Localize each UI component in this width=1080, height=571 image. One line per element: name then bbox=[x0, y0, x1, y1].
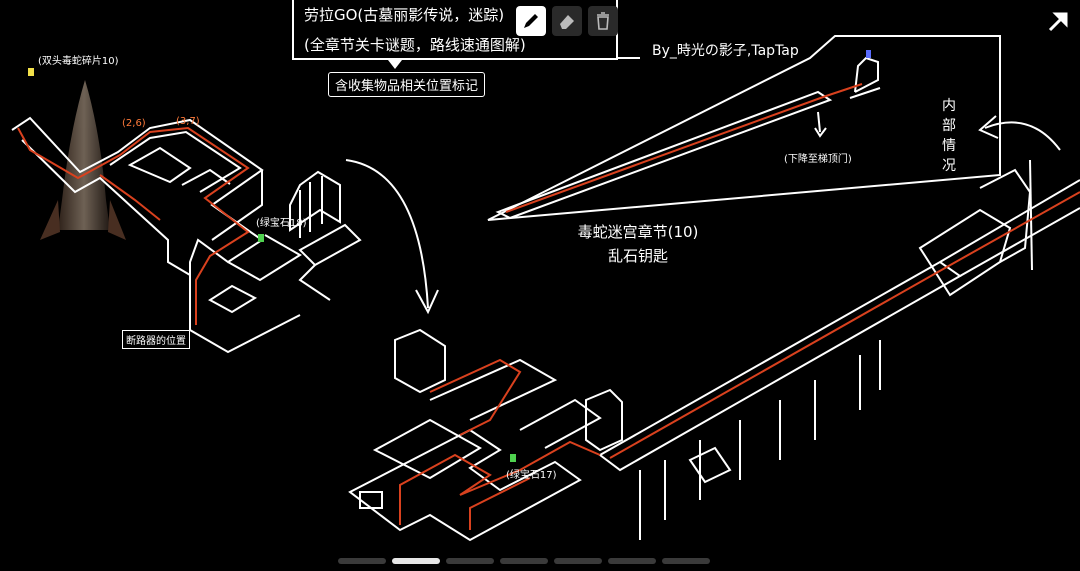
note-relic: (双头毒蛇碎片10) bbox=[38, 56, 119, 67]
inset-box bbox=[487, 35, 1001, 221]
arrow-head-down bbox=[415, 289, 439, 315]
page-dot[interactable] bbox=[392, 558, 440, 564]
green-marker-bottom bbox=[510, 454, 516, 462]
yellow-marker bbox=[28, 68, 34, 76]
maze-bottom bbox=[348, 328, 623, 542]
rocket-decoration bbox=[40, 80, 126, 240]
collectibles-label: 含收集物品相关位置标记 bbox=[328, 72, 486, 97]
curved-arrow-left bbox=[984, 121, 1061, 151]
pen-icon bbox=[524, 14, 538, 28]
green-marker-left bbox=[258, 234, 264, 242]
curved-arrow-down bbox=[345, 159, 429, 309]
eraser-icon bbox=[560, 15, 574, 29]
page-dot[interactable] bbox=[446, 558, 494, 564]
note-breaker: 断路器的位置 bbox=[122, 330, 190, 349]
note-gem-bottom: (绿宝石17) bbox=[506, 470, 557, 481]
inset-route bbox=[505, 83, 863, 213]
chapter-title: 毒蛇迷宫章节(10) bbox=[577, 223, 699, 241]
trash-icon bbox=[597, 12, 609, 30]
route-top-left bbox=[17, 126, 250, 325]
chapter-subtitle: 乱石钥匙 bbox=[607, 247, 668, 265]
page-dot[interactable] bbox=[662, 558, 710, 564]
drawing-toolbar bbox=[516, 6, 618, 36]
tower-left bbox=[289, 170, 362, 301]
trash-button[interactable] bbox=[588, 6, 618, 36]
maze-top-left bbox=[11, 116, 302, 354]
note-coord-a: (2,6) bbox=[122, 118, 146, 129]
note-coord-b: (3,7) bbox=[176, 116, 200, 127]
page-dot[interactable] bbox=[608, 558, 656, 564]
interior-label: 内部情况 bbox=[942, 98, 956, 174]
page-indicator bbox=[338, 558, 710, 564]
blue-marker bbox=[866, 50, 871, 58]
title-panel: 劳拉GO(古墓丽影传说，迷踪) (全章节关卡谜题，路线速通图解) bbox=[292, 0, 618, 60]
route-main bbox=[609, 191, 1080, 459]
arrow-head-left bbox=[978, 115, 999, 139]
note-drop: (下降至梯顶门) bbox=[784, 154, 852, 165]
pen-button[interactable] bbox=[516, 6, 546, 36]
expand-button[interactable] bbox=[1044, 8, 1072, 36]
eraser-button[interactable] bbox=[552, 6, 582, 36]
expand-arrow-icon bbox=[1048, 12, 1068, 32]
page-dot[interactable] bbox=[338, 558, 386, 564]
author-credit: By_時光の影子,TapTap bbox=[652, 43, 799, 59]
page-dot[interactable] bbox=[554, 558, 602, 564]
title-line-2: (全章节关卡谜题，路线速通图解) bbox=[304, 36, 526, 54]
note-gem-left: (绿宝石18) bbox=[256, 218, 307, 229]
corridor-main bbox=[598, 159, 1080, 540]
pointer-triangle-icon bbox=[388, 60, 402, 69]
page-dot[interactable] bbox=[500, 558, 548, 564]
chapter-label: 毒蛇迷宫章节(10) 乱石钥匙 bbox=[566, 220, 710, 268]
title-line-1: 劳拉GO(古墓丽影传说，迷踪) bbox=[304, 6, 505, 24]
route-bottom bbox=[399, 358, 601, 530]
